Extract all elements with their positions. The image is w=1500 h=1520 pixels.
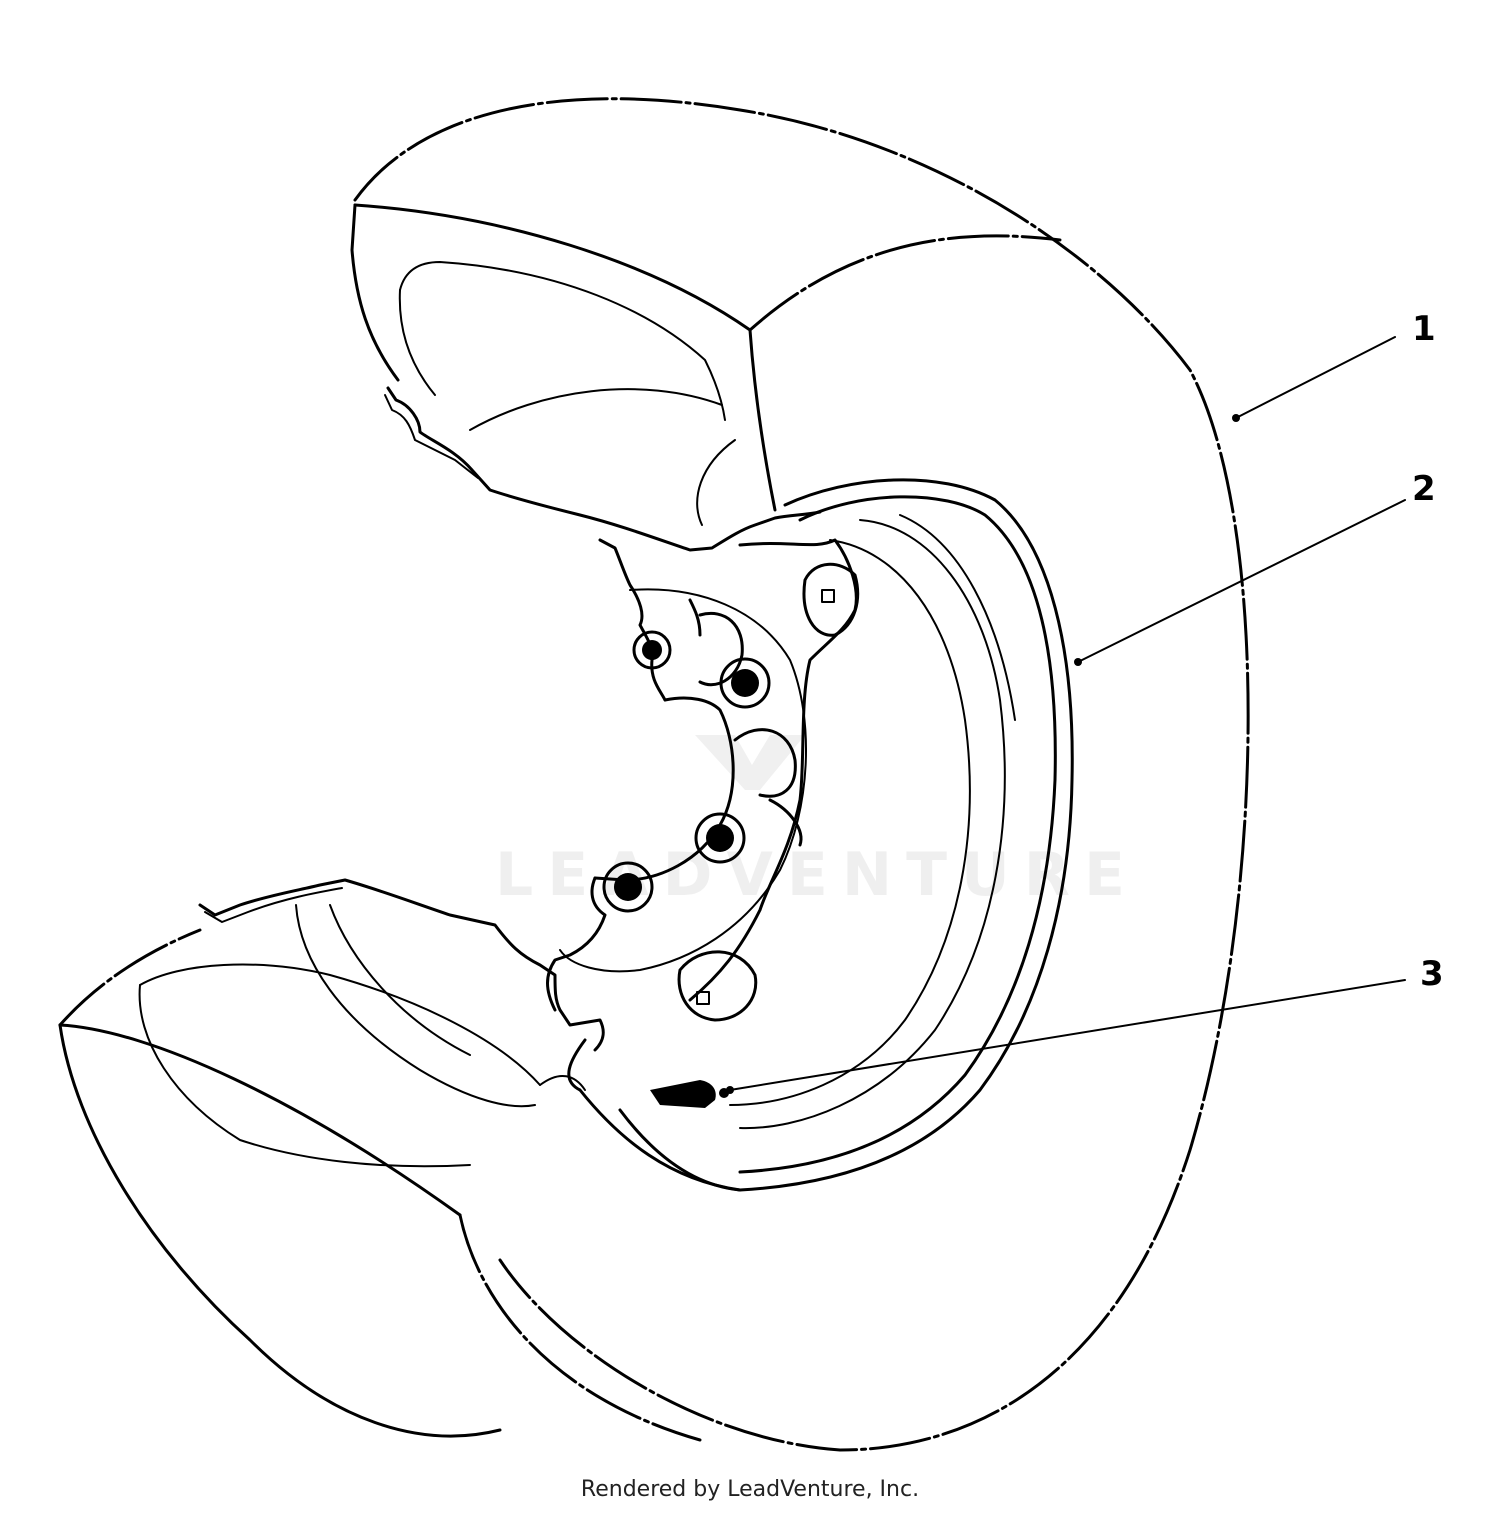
tire	[58, 97, 1250, 1452]
lug-holes	[602, 630, 771, 913]
callout-1-label: 1	[1412, 309, 1436, 349]
render-credit: Rendered by LeadVenture, Inc.	[580, 1477, 920, 1502]
callout-3-label: 3	[1420, 954, 1444, 994]
wheel-rim	[546, 478, 1074, 1192]
callout-leaders	[726, 336, 1406, 1094]
valve-stem	[650, 1080, 729, 1108]
svg-text:LEADVENTURE: LEADVENTURE	[495, 840, 1139, 910]
watermark: LEADVENTURE	[495, 735, 1139, 910]
callout-2-label: 2	[1412, 469, 1436, 509]
